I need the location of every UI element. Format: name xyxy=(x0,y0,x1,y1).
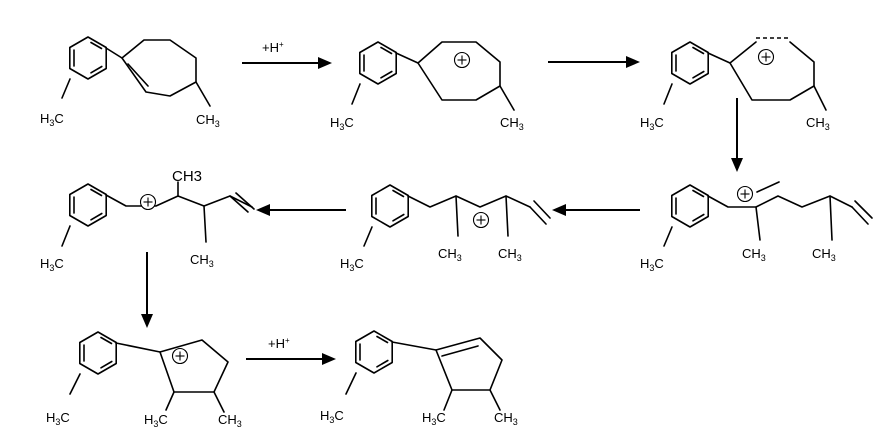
ch3-label: CH3 xyxy=(812,246,836,263)
benzene-ring xyxy=(670,184,710,228)
arrow-hydride-shift-1 xyxy=(552,204,640,216)
ch3-label: CH3 xyxy=(196,112,220,129)
ch3-label: CH3 xyxy=(500,115,524,132)
molecule-6-benzylic-cation: CH3 H3C CH3 xyxy=(40,168,255,273)
carbocation-charge xyxy=(453,51,471,69)
h3c-label: H3C xyxy=(40,111,64,128)
h3c-label: H3C xyxy=(340,256,364,273)
molecule-7-cyclopentyl-cation: H3C H3C CH3 xyxy=(46,331,242,429)
benzene-ring xyxy=(358,41,398,85)
carbocation-charge xyxy=(139,193,157,211)
arrow-down-2 xyxy=(141,252,153,328)
h3c-label: H3C xyxy=(330,115,354,132)
molecule-2-cyclohexyl-cation: H3C CH3 xyxy=(330,41,524,132)
benzene-ring xyxy=(354,330,394,374)
h3c-label: H3C xyxy=(40,256,64,273)
ch3-label: CH3 xyxy=(218,412,242,429)
ch3-label: CH3 xyxy=(172,168,202,185)
arrow-down-1 xyxy=(731,98,743,172)
molecule-3-ring-opening-transition: H3C CH3 xyxy=(640,37,830,132)
benzene-ring xyxy=(69,36,107,80)
benzene-ring xyxy=(370,184,410,228)
h3c-label: H3C xyxy=(320,408,344,425)
molecule-8-cyclopentene-product: H3C H3C CH3 xyxy=(320,330,518,427)
protonation-label: +H+ xyxy=(262,40,284,55)
benzene-ring xyxy=(670,41,710,85)
carbocation-charge xyxy=(472,211,490,229)
ch3-label: CH3 xyxy=(438,246,462,263)
ch3-label: CH3 xyxy=(498,246,522,263)
ch3-label: CH3 xyxy=(742,246,766,263)
h3c-label: H3C xyxy=(46,410,70,427)
ch3-label: CH3 xyxy=(806,115,830,132)
carbocation-charge xyxy=(171,347,189,365)
benzene-ring xyxy=(69,183,107,227)
deprotonation-label: +H+ xyxy=(268,336,290,351)
h3c-label: H3C xyxy=(640,115,664,132)
arrow-protonation: +H+ xyxy=(242,40,332,69)
molecule-4-open-chain-cation: H3C CH3 CH3 xyxy=(640,181,873,273)
arrow-ring-opening xyxy=(548,56,640,68)
molecule-5-shifted-cation: H3C CH3 CH3 xyxy=(340,184,551,273)
h3c-label: H3C xyxy=(640,256,664,273)
molecule-1-aryl-methylcyclohexene: H3C CH3 xyxy=(40,36,220,129)
carbocation-charge xyxy=(736,185,754,203)
benzene-ring xyxy=(79,331,117,375)
carbocation-charge xyxy=(757,48,775,66)
h3c-label: H3C xyxy=(144,412,168,429)
arrow-hydride-shift-2 xyxy=(256,204,346,216)
ch3-label: CH3 xyxy=(190,252,214,269)
h3c-label: H3C xyxy=(422,410,446,427)
ch3-label: CH3 xyxy=(494,410,518,427)
arrow-deprotonation: +H+ xyxy=(246,336,336,365)
